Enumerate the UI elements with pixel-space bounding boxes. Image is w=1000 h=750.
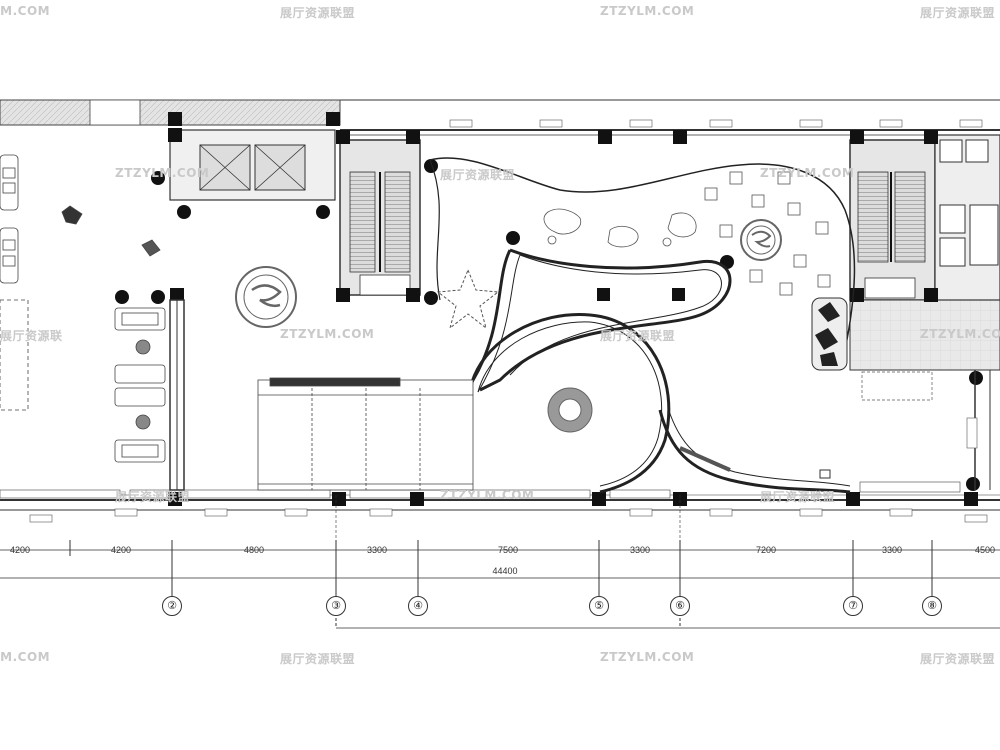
- left-lobby: [0, 154, 185, 491]
- spot-fixtures: [115, 159, 983, 491]
- dimension-total: 44400: [492, 566, 518, 576]
- curved-ribbon: [658, 407, 851, 494]
- watermark-domain-3: ZTZYLM.COM: [280, 327, 375, 341]
- watermark-cn-3: 展厅资源联盟: [600, 329, 676, 343]
- watermark-domain-top-left: LM.COM: [0, 4, 51, 18]
- top-left-door-bay: [89, 99, 141, 126]
- dimension-label: 3300: [881, 545, 903, 555]
- star-installation: [436, 268, 500, 330]
- grid-axis-label: ②: [162, 596, 182, 616]
- watermark-cn-bottom: 展厅资源联盟: [280, 652, 356, 666]
- floor-logo-right: [740, 219, 782, 261]
- watermark-domain-4: ZTZYLM.COM: [920, 327, 1000, 341]
- dimension-label: 4800: [243, 545, 265, 555]
- top-window-tags: [449, 119, 983, 128]
- grid-axis-label: ⑥: [670, 596, 690, 616]
- dimension-label: 7500: [497, 545, 519, 555]
- watermark-cn-1: 展厅资源联盟: [440, 168, 516, 182]
- grid-axis-label: ④: [408, 596, 428, 616]
- restrooms: [934, 134, 1000, 301]
- interior-columns: [597, 288, 685, 301]
- floor-logo-left: [235, 266, 297, 328]
- dimension-label: 7200: [755, 545, 777, 555]
- stair-core-right: [849, 139, 1000, 401]
- watermark-domain-1: ZTZYLM.COM: [115, 166, 210, 180]
- watermark-domain-bottom-left: LM.COM: [0, 650, 51, 664]
- exhibit-wall: [260, 157, 856, 393]
- bottom-window-strip: [0, 481, 961, 499]
- grid-axis-label: ③: [326, 596, 346, 616]
- grid-axis-label: ⑦: [843, 596, 863, 616]
- dimension-label: 3300: [366, 545, 388, 555]
- watermark-cn-5: 展厅资源联盟: [760, 490, 836, 504]
- grid-axis-label: ⑤: [589, 596, 609, 616]
- plant-planter: [811, 297, 848, 371]
- stair-core-left: [339, 139, 421, 296]
- elevator-core: [169, 129, 336, 201]
- dimension-label: 4500: [974, 545, 996, 555]
- watermark-cn-4: 展厅资源联盟: [115, 490, 191, 504]
- dimension-label: 3300: [629, 545, 651, 555]
- watermark-domain-5: ZTZYLM.COM: [440, 488, 535, 502]
- watermark-domain-bottom: ZTZYLM.COM: [600, 650, 695, 664]
- dimension-lines: [0, 495, 1000, 629]
- watermark-domain-top: ZTZYLM.COM: [600, 4, 695, 18]
- dimension-label: 4200: [9, 545, 31, 555]
- watermark-domain-2: ZTZYLM.COM: [760, 166, 855, 180]
- central-rotunda: [468, 312, 671, 494]
- right-corridor: [966, 370, 991, 490]
- display-plinths: [543, 171, 831, 296]
- dimension-label: 4200: [110, 545, 132, 555]
- grid-axis-label: ⑧: [922, 596, 942, 616]
- watermark-cn-top: 展厅资源联盟: [280, 6, 356, 20]
- watermark-cn-bottom-right: 展厅资源联盟: [920, 652, 996, 666]
- watermark-cn-top-right: 展厅资源联盟: [920, 6, 996, 20]
- bottom-window-tags: [29, 508, 988, 523]
- watermark-cn-2: 展厅资源联: [0, 329, 63, 343]
- display-cabinets: [257, 377, 474, 491]
